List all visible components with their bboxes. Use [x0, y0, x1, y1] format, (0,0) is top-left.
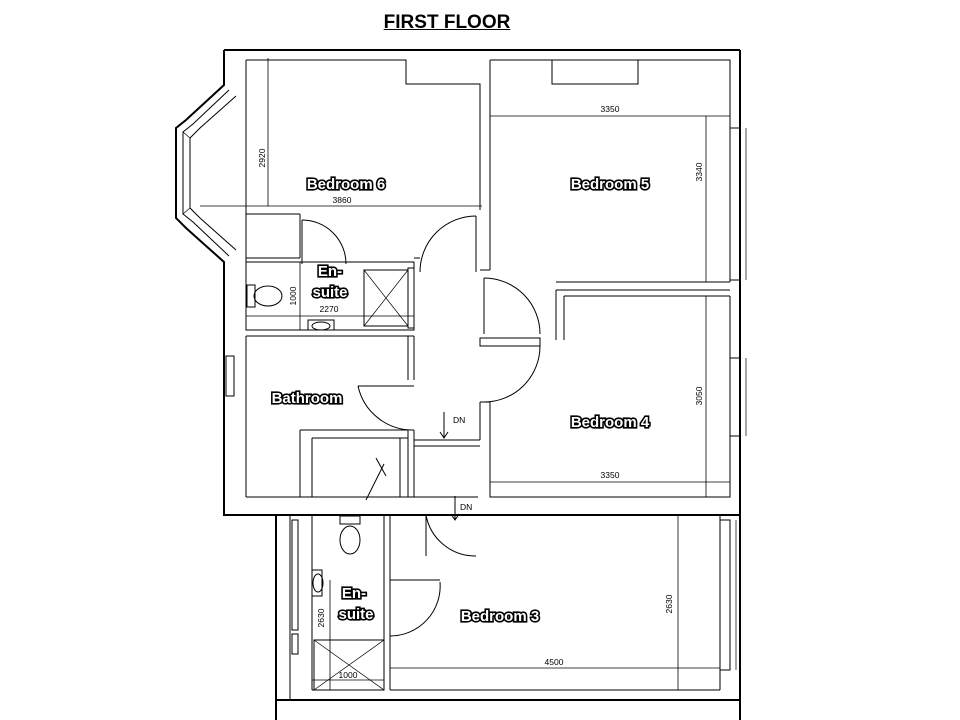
door-bedroom6 [419, 215, 477, 273]
stairs-dn-label-lower: DN [460, 502, 472, 512]
dim-bed3-depth: 2630 [664, 594, 674, 613]
dim-ensuite2-depth: 2630 [316, 608, 326, 627]
stairs-dn-label-upper: DN [453, 415, 465, 425]
windows [225, 127, 747, 671]
room-label-bedroom6: Bedroom 6 [307, 176, 385, 193]
room-label-bedroom5: Bedroom 5 [571, 176, 649, 193]
door-bedroom4 [483, 345, 541, 403]
room-label-bedroom4: Bedroom 4 [571, 414, 650, 431]
fixtures [246, 267, 415, 691]
room-label-bathroom: Bathroom [272, 390, 343, 407]
room-label-bedroom3: Bedroom 3 [461, 608, 539, 625]
room-label-ensuite2-line2: suite [338, 606, 373, 623]
room-label-ensuite1-line2: suite [312, 284, 347, 301]
shower-icon [363, 269, 409, 327]
door-ensuite1 [301, 219, 347, 265]
dim-bed6-depth: 2920 [257, 148, 267, 167]
washbasin-icon [307, 319, 335, 331]
bay-window [182, 89, 237, 257]
dim-bed5-width: 3350 [601, 104, 620, 114]
dim-bed5-depth: 3340 [694, 162, 704, 181]
room-label-ensuite1-line1: En- [318, 263, 342, 280]
door-bathroom [357, 385, 415, 431]
page-title: FIRST FLOOR [383, 12, 511, 33]
door-ensuite2 [389, 581, 441, 637]
door-bedroom5 [483, 277, 541, 335]
shower-icon-2 [313, 639, 385, 691]
chimney-breast [551, 59, 639, 85]
dim-bed6-width: 3860 [333, 195, 352, 205]
interior-walls [245, 59, 731, 700]
door-bedroom3 [425, 514, 477, 557]
exterior-walls [175, 49, 741, 720]
dim-ensuite2-width: 1000 [339, 670, 358, 680]
stairs [439, 412, 460, 521]
toilet-icon-2 [339, 515, 361, 555]
dim-ensuite1-depth: 1000 [288, 286, 298, 305]
dim-ensuite1-width: 2270 [320, 304, 339, 314]
dim-bed4-depth: 3050 [694, 386, 704, 405]
doors [301, 215, 541, 637]
room-label-ensuite2-line1: En- [342, 585, 366, 602]
dim-bed3-width: 4500 [545, 657, 564, 667]
toilet-icon [246, 284, 283, 308]
washbasin-icon-2 [311, 569, 324, 597]
dim-bed4-width: 3350 [601, 470, 620, 480]
dimension-lines [200, 58, 730, 690]
